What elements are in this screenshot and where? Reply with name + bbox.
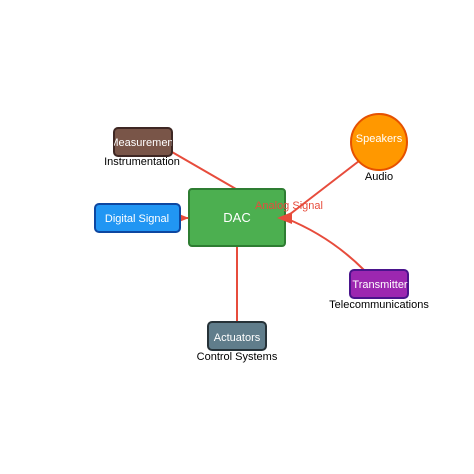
instrumentation-caption: Instrumentation	[104, 156, 180, 168]
speakers-label: Speakers	[356, 133, 403, 145]
node-speakers[interactable]: Speakers	[350, 113, 408, 171]
edges	[171, 151, 365, 322]
edge-dac-speakers	[284, 160, 360, 219]
edge-dac-transmitter	[284, 217, 365, 271]
node-dac[interactable]: DAC	[188, 188, 286, 247]
measurement-box	[113, 127, 173, 157]
actuators-box	[207, 321, 267, 351]
speakers-circle	[350, 113, 408, 171]
node-measurement[interactable]: Measurement	[109, 127, 176, 157]
telecommunications-caption: Telecommunications	[329, 299, 429, 311]
edge-measurement-dac	[171, 151, 237, 190]
measurement-label: Measurement	[109, 137, 176, 149]
actuators-label: Actuators	[214, 332, 261, 344]
audio-caption: Audio	[365, 171, 393, 183]
dac-label: DAC	[223, 210, 250, 225]
transmitter-box	[349, 269, 409, 299]
digital-signal-box	[94, 203, 181, 233]
node-transmitter[interactable]: Transmitter	[349, 269, 409, 299]
node-digital-signal[interactable]: Digital Signal	[94, 203, 181, 233]
control-systems-caption: Control Systems	[197, 351, 278, 363]
analog-signal-label: Analog Signal	[255, 200, 323, 212]
node-actuators[interactable]: Actuators	[207, 321, 267, 351]
arrowhead-analog-out	[277, 212, 292, 224]
transmitter-label: Transmitter	[352, 279, 408, 291]
digital-signal-label: Digital Signal	[105, 213, 169, 225]
